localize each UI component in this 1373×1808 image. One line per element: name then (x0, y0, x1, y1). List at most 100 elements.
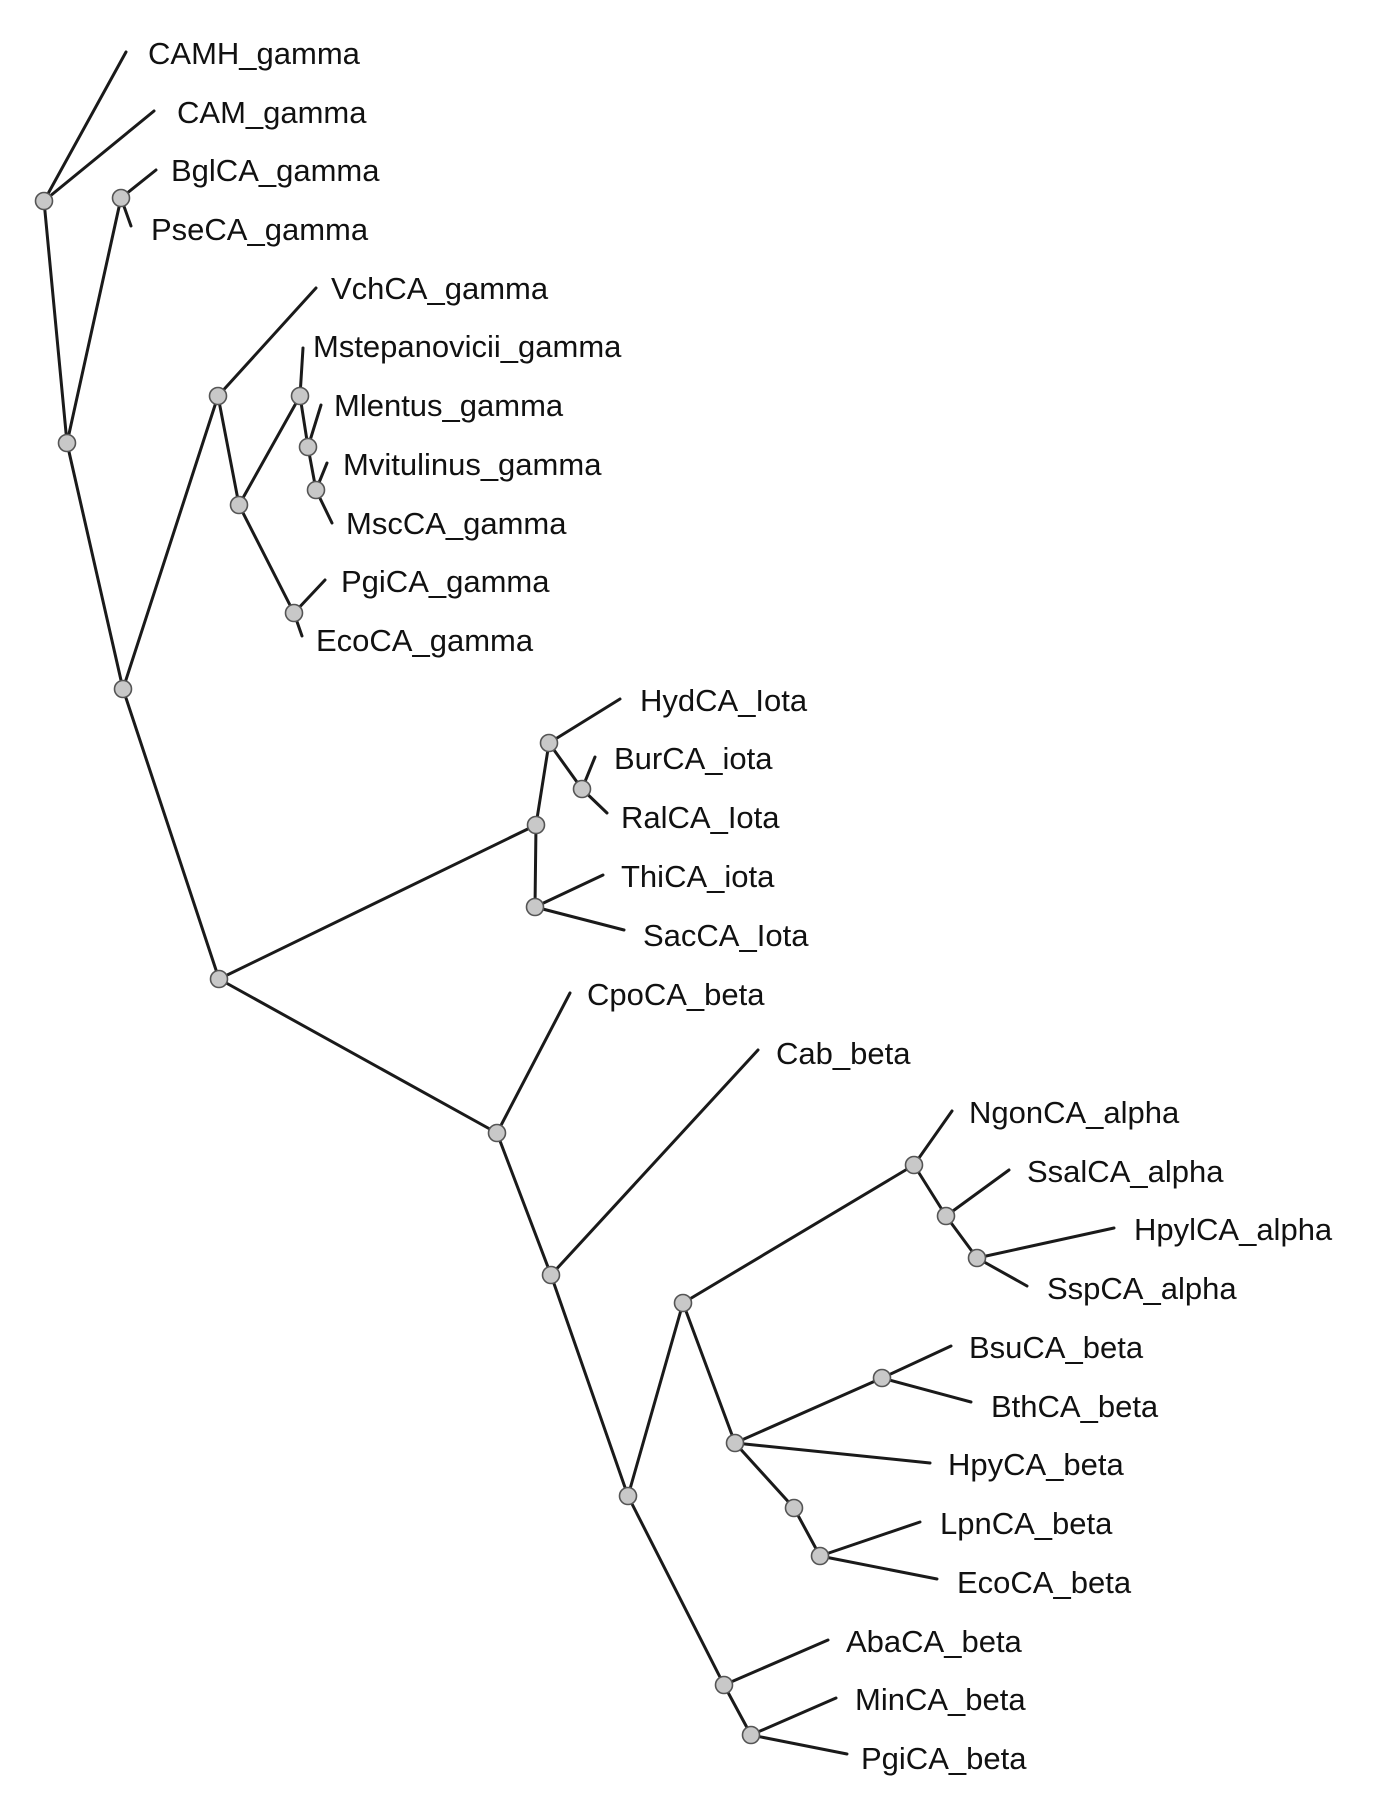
leaf-branch (749, 1733, 849, 1756)
leaf-label: BurCA_iota (614, 741, 773, 776)
tree-branch (216, 394, 241, 507)
tree-node (784, 1498, 804, 1518)
tree-branch (65, 196, 123, 445)
leaf-label: VchCA_gamma (331, 271, 549, 306)
tree-branch (121, 687, 221, 981)
leaf-label: SsalCA_alpha (1027, 1154, 1224, 1189)
tree-node (34, 191, 54, 211)
tree-node (572, 779, 592, 799)
leaf-label: CAMH_gamma (148, 36, 361, 71)
tree-branches (42, 50, 1116, 1756)
tree-node (904, 1155, 924, 1175)
tree-branch (121, 394, 220, 691)
leaf-branch (547, 697, 622, 745)
tree-branch (681, 1301, 737, 1445)
leaf-branch (975, 1256, 1029, 1288)
tree-branch (217, 977, 499, 1135)
leaf-label: AbaCA_beta (846, 1624, 1023, 1659)
tree-node (111, 188, 131, 208)
leaf-label: PseCA_gamma (151, 212, 369, 247)
leaf-label: HpylCA_alpha (1134, 1212, 1333, 1247)
tree-node (209, 969, 229, 989)
tree-node (967, 1248, 987, 1268)
leaf-labels: CAMH_gamma CAM_gamma BglCA_gamma PseCA_g… (148, 36, 1333, 1776)
leaf-label: NgonCA_alpha (969, 1095, 1180, 1130)
tree-branch (733, 1376, 884, 1445)
tree-node (725, 1433, 745, 1453)
leaf-label: Mlentus_gamma (334, 388, 564, 423)
leaf-label: SacCA_Iota (643, 918, 809, 953)
tree-node (541, 1265, 561, 1285)
leaf-label: PgiCA_gamma (341, 564, 550, 599)
leaf-branch (495, 991, 572, 1135)
tree-branch (626, 1494, 726, 1687)
tree-branch (547, 741, 584, 791)
tree-branch (237, 394, 302, 507)
tree-nodes (34, 188, 987, 1745)
tree-branch (237, 503, 296, 615)
leaf-label: BsuCA_beta (969, 1330, 1144, 1365)
tree-branch (65, 441, 125, 691)
tree-branch (549, 1273, 630, 1498)
leaf-label: Mstepanovicii_gamma (313, 329, 622, 364)
leaf-label: RalCA_Iota (621, 800, 780, 835)
tree-branch (733, 1441, 796, 1510)
tree-branch (912, 1163, 948, 1218)
tree-node (872, 1368, 892, 1388)
leaf-label: EcoCA_beta (957, 1565, 1132, 1600)
leaf-label: MinCA_beta (855, 1682, 1026, 1717)
leaf-branch (975, 1226, 1116, 1260)
leaf-label: HydCA_Iota (640, 683, 808, 718)
tree-node (539, 733, 559, 753)
tree-branch (626, 1301, 685, 1498)
tree-node (487, 1123, 507, 1143)
leaf-branch (533, 873, 605, 909)
leaf-label: SspCA_alpha (1047, 1271, 1237, 1306)
tree-node (525, 897, 545, 917)
tree-branch (533, 823, 538, 909)
leaf-branch (880, 1344, 953, 1380)
leaf-label: EcoCA_gamma (316, 623, 534, 658)
tree-branch (534, 741, 551, 827)
tree-branch (495, 1131, 553, 1277)
tree-branch (681, 1163, 916, 1305)
leaf-branch (216, 286, 318, 398)
tree-branch (42, 199, 69, 445)
tree-node (714, 1675, 734, 1695)
leaf-label: CAM_gamma (177, 95, 367, 130)
leaf-branch (722, 1638, 830, 1687)
tree-node (810, 1546, 830, 1566)
leaf-label: MscCA_gamma (346, 506, 567, 541)
leaf-branch (944, 1168, 1011, 1218)
tree-node (113, 679, 133, 699)
tree-node (284, 603, 304, 623)
leaf-label: CpoCA_beta (587, 977, 765, 1012)
leaf-label: PgiCA_beta (861, 1741, 1027, 1776)
leaf-branch (818, 1554, 939, 1581)
leaf-branch (549, 1048, 760, 1277)
leaf-label: BthCA_beta (991, 1389, 1159, 1424)
leaf-branch (880, 1376, 973, 1404)
leaf-branch (749, 1696, 838, 1737)
tree-node (298, 437, 318, 457)
leaf-branch (912, 1109, 954, 1167)
leaf-branch (42, 109, 156, 203)
tree-node (618, 1486, 638, 1506)
leaf-branch (533, 905, 626, 932)
tree-node (673, 1293, 693, 1313)
leaf-label: ThiCA_iota (621, 859, 775, 894)
tree-branch (722, 1683, 753, 1737)
leaf-label: HpyCA_beta (948, 1447, 1125, 1482)
tree-node (936, 1206, 956, 1226)
tree-node (208, 386, 228, 406)
leaf-label: Cab_beta (776, 1036, 911, 1071)
tree-node (290, 386, 310, 406)
leaf-label: BglCA_gamma (171, 153, 380, 188)
leaf-label: LpnCA_beta (940, 1506, 1113, 1541)
leaf-branch (733, 1441, 932, 1465)
leaf-branch (42, 50, 128, 203)
tree-node (306, 480, 326, 500)
leaf-branch (818, 1520, 922, 1558)
tree-branch (217, 823, 538, 981)
